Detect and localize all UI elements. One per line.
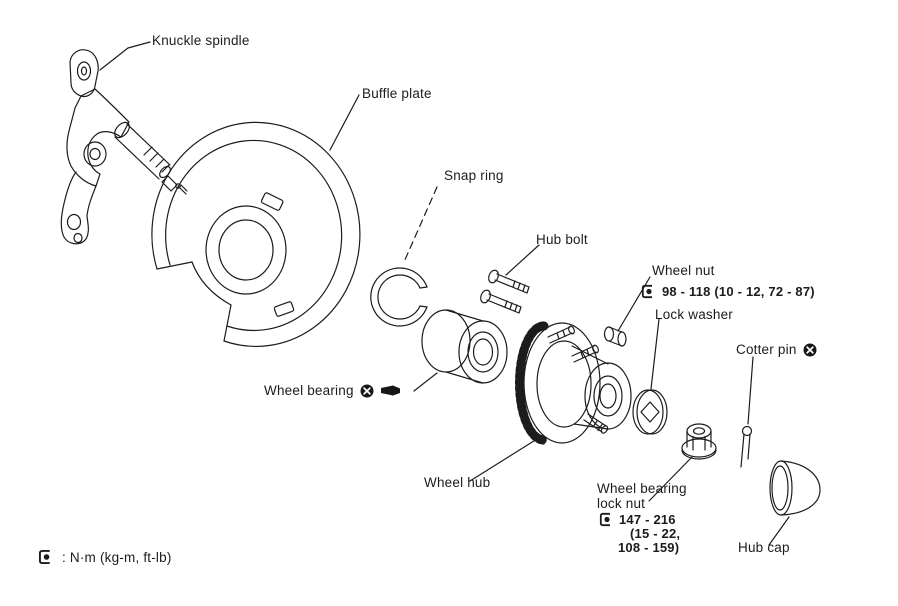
leader-knuckle-spindle (99, 41, 151, 71)
label-cotter-pin: Cotter pin (736, 342, 797, 357)
wheel-nut-part (603, 326, 627, 347)
wheel-bearing-lock-nut-part (681, 423, 717, 460)
lock-nut-torque-block: 147 - 216 (15 - 22, 108 - 159) (599, 512, 680, 555)
torque-legend: : N·m (kg-m, ft-lb) (38, 549, 172, 565)
wheel-hub-part (515, 321, 632, 445)
label-wheel-bearing-lock-nut-line2: lock nut (597, 496, 646, 511)
label-knuckle-spindle: Knuckle spindle (152, 33, 250, 48)
hub-cap-part (769, 460, 821, 516)
leader-buffle-plate (329, 94, 360, 151)
label-snap-ring: Snap ring (444, 168, 504, 183)
torque-legend-text: : N·m (kg-m, ft-lb) (62, 549, 172, 565)
snap-ring-part (370, 267, 428, 327)
lock-nut-torque-line2: (15 - 22, (630, 526, 681, 541)
label-hub-bolt: Hub bolt (536, 232, 588, 247)
torque-spec-icon (599, 512, 614, 527)
non-reusable-icon (803, 343, 817, 357)
label-wheel-nut: Wheel nut (652, 263, 715, 278)
label-wheel-bearing: Wheel bearing (264, 383, 354, 398)
leader-wheel-hub (469, 438, 538, 482)
cotter-pin-part (740, 425, 753, 468)
label-wheel-bearing-lock-nut-line1: Wheel bearing (597, 481, 687, 496)
wheel-bearing-part (421, 309, 508, 384)
hub-bolt-part (480, 269, 530, 314)
label-wheel-bearing-lock-nut: Wheel bearing lock nut (597, 481, 687, 511)
label-hub-cap: Hub cap (738, 540, 790, 555)
lock-washer-part (632, 389, 668, 435)
knuckle-spindle-part (60, 49, 188, 245)
label-buffle-plate: Buffle plate (362, 86, 432, 101)
leader-wheel-bearing (413, 372, 438, 392)
leader-hub-bolt (505, 244, 540, 276)
non-reusable-icon (360, 384, 374, 398)
wheel-nut-torque-row: 98 - 118 (10 - 12, 72 - 87) (641, 284, 815, 299)
leader-lock-washer (650, 318, 660, 390)
label-wheel-hub: Wheel hub (424, 475, 491, 490)
wheel-nut-torque-value: 98 - 118 (10 - 12, 72 - 87) (662, 284, 815, 299)
leader-snap-ring (403, 186, 438, 263)
leader-lock-nut (648, 456, 693, 502)
baffle-plate-part (151, 121, 361, 348)
label-lock-washer: Lock washer (655, 307, 733, 322)
wheel-bearing-row: Wheel bearing (264, 383, 402, 398)
torque-spec-icon (38, 549, 54, 565)
leader-lines (99, 41, 790, 546)
lock-nut-torque-line3: 108 - 159) (618, 540, 680, 555)
leader-hub-cap (768, 516, 790, 546)
grease-icon (380, 384, 402, 397)
leader-cotter-pin (747, 356, 754, 425)
lock-nut-torque-line1: 147 - 216 (619, 511, 676, 527)
cotter-pin-row: Cotter pin (736, 342, 817, 357)
torque-spec-icon (641, 284, 656, 299)
